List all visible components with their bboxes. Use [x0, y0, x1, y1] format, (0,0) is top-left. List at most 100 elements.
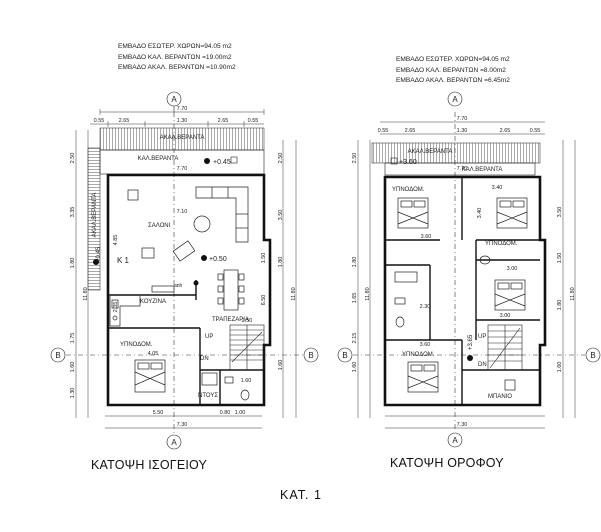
- upper-bed3-width: 3.00: [507, 266, 518, 272]
- upper-floor-title: ΚΑΤΟΨΗ ΟΡΟΦΟΥ: [390, 456, 504, 470]
- ground-area-notes: ΕΜΒΑΔΟ ΕΣΩΤΕΡ. ΧΩΡΩΝ=94.05 m2 ΕΜΒΑΔΟ ΚΑΛ…: [118, 42, 236, 74]
- upper-top-dimensions: 7.70 0.55 2.65 1.30 2.65 0.55 7.70: [378, 116, 545, 172]
- ground-level-veranda-text: +0.45: [213, 159, 231, 166]
- ground-armchair-1: [172, 240, 196, 262]
- upper-top-seg-4: 2.65: [500, 128, 511, 134]
- ground-right-dimensions: 2.50 3.50 1.80 1.60 11.80: [278, 140, 297, 418]
- sheet-category-label: ΚΑΤ. 1: [280, 488, 322, 502]
- ground-top-seg-1: 0.55: [94, 118, 105, 124]
- upper-bed-2: [496, 197, 528, 229]
- upper-ypnodom-right-label: ΥΠΝΟΔΟΜ.: [485, 241, 518, 247]
- ground-right-dim-4: 1.60: [278, 360, 284, 371]
- ground-dining-table: [217, 269, 245, 311]
- ground-saloni-height: 4.85: [113, 235, 119, 246]
- ground-bottom-seg-2: 0.80: [220, 410, 231, 416]
- ground-staircase: [229, 324, 265, 371]
- ground-section-a-bottom-marker: A: [166, 434, 182, 450]
- ground-round-table: [193, 215, 211, 233]
- ground-dim-150: 1.50: [261, 253, 267, 264]
- upper-area-notes: ΕΜΒΑΔΟ ΕΣΩΤΕΡ. ΧΩΡΩΝ=94.05 m2 ΕΜΒΑΔΟ ΚΑΛ…: [396, 55, 510, 87]
- upper-level-landing-text: +3.65: [468, 334, 474, 350]
- ground-left-dim-6: 1.30: [70, 388, 76, 399]
- ground-akal-veranda-top-label: ΑΚΑΛ.ΒΕΡΑΝΤΑ: [160, 135, 205, 141]
- upper-ypnodom-left-label: ΥΠΝΟΔΟΜ.: [392, 187, 425, 193]
- ground-bottom-dimensions: 5.50 0.80 1.00 7.30: [105, 410, 262, 429]
- ground-right-dim-1: 2.50: [278, 153, 284, 164]
- ground-left-dim-5: 1.60: [70, 362, 76, 373]
- upper-right-total: 11.80: [570, 287, 576, 300]
- ground-ypnodom-label: ΥΠΝΟΔΟΜ.: [120, 342, 153, 348]
- upper-up-label: UP: [478, 334, 486, 340]
- upper-section-a-bottom-label: A: [452, 436, 458, 445]
- ground-bottom-total: 7.30: [177, 422, 188, 428]
- ground-level-saloni: +0.50: [201, 255, 227, 263]
- upper-left-dim-5: 1.60: [352, 362, 358, 373]
- ground-left-dim-2: 3.35: [70, 207, 76, 218]
- ground-bottom-seg-1: 5.50: [153, 410, 164, 416]
- upper-section-b-left-label: B: [342, 351, 347, 360]
- ground-floor-plan: A A B B 7.70: [50, 91, 319, 450]
- upper-floor-plan: A A B B 7.70 0.55 2.65: [337, 91, 601, 448]
- ground-section-b-right-marker: B: [303, 347, 319, 363]
- upper-bed-4: [407, 361, 439, 393]
- ground-level-side-text: +0.45: [96, 246, 102, 262]
- ground-level-veranda: +0.45: [204, 156, 238, 166]
- upper-bath-sink: [394, 297, 406, 305]
- upper-area-line-2: ΕΜΒΑΔΟ ΚΑΛ. ΒΕΡΑΝΤΩΝ =8.00m2: [396, 66, 506, 74]
- upper-level-landing: +3.65: [467, 334, 474, 361]
- upper-bed4-width: 3.60: [420, 342, 431, 348]
- upper-second-total: 7.70: [457, 166, 468, 172]
- ground-top-seg-2: 2.65: [119, 118, 130, 124]
- upper-section-b-right-marker: B: [585, 347, 601, 363]
- ground-bath-width: 1.60: [241, 378, 252, 384]
- ground-section-b-right-label: B: [308, 351, 313, 360]
- ground-top-seg-3: 1.30: [177, 118, 188, 124]
- ground-k1-label: K 1: [117, 256, 130, 265]
- ground-left-total: 11.80: [83, 287, 89, 300]
- upper-wc: [479, 255, 491, 265]
- ground-kitchen-island: [151, 285, 175, 293]
- ground-toilet: [240, 389, 250, 401]
- ground-section-a-bottom-label: A: [171, 438, 177, 447]
- upper-shower: [504, 379, 516, 391]
- upper-right-dim-4: 1.60: [557, 362, 563, 373]
- upper-bed2-width: 3.40: [492, 185, 503, 191]
- ground-stair-width: 2.50: [242, 318, 253, 324]
- ground-ntous-label: ΝΤΟΥΣ: [198, 393, 218, 399]
- ground-area-line-2: ΕΜΒΑΔΟ ΚΑΛ. ΒΕΡΑΝΤΩΝ =19.00m2: [118, 53, 232, 61]
- ground-kouzina-label: ΚΟΥΖΙΝΑ: [140, 299, 166, 305]
- upper-exterior-walls: [383, 175, 547, 407]
- ground-section-b-left-label: B: [55, 351, 60, 360]
- ground-top-seg-5: 0.55: [248, 118, 259, 124]
- ground-floor-title: ΚΑΤΟΨΗ ΙΣΟΓΕΙΟΥ: [91, 458, 208, 472]
- upper-section-a-bottom-marker: A: [447, 432, 463, 448]
- ground-sink: [224, 376, 234, 384]
- upper-top-total: 7.70: [457, 116, 468, 122]
- ground-second-total: 7.70: [177, 166, 188, 172]
- ground-kitchen-counter: [109, 296, 141, 327]
- ground-left-dim-1: 2.50: [70, 153, 76, 164]
- upper-mpanio-label: ΜΠΑΝΙΟ: [488, 394, 512, 400]
- upper-bed-3: [494, 279, 526, 311]
- upper-bed1-width: 3.60: [421, 234, 432, 240]
- ground-left-dimensions: 2.50 3.35 1.80 1.75 1.60 1.30 11.80: [70, 130, 89, 418]
- ground-exterior-walls: [106, 173, 272, 407]
- ground-living-sofa: [195, 186, 249, 243]
- upper-area-line-3: ΕΜΒΑΔΟ ΑΚΑΛ. ΒΕΡΑΝΤΩΝ =6.45m2: [396, 77, 510, 84]
- ground-bedroom-width: 4.05: [148, 351, 159, 357]
- upper-top-seg-1: 0.55: [378, 128, 389, 134]
- upper-level-veranda-text: +3.60: [399, 159, 417, 166]
- ground-armchair-2: [141, 247, 155, 259]
- ground-right-dim-2: 3.50: [278, 210, 284, 221]
- upper-section-a-top-label: A: [452, 95, 458, 104]
- ground-stair-up-label: UP: [205, 334, 213, 340]
- upper-toilet: [395, 316, 405, 328]
- ground-stair-dn-label: DN: [200, 356, 209, 362]
- upper-right-dim-2: 1.50: [557, 253, 563, 264]
- upper-level-veranda: +3.60: [390, 157, 417, 166]
- ground-akal-veranda-side-area: [87, 147, 101, 291]
- upper-bottom-total: 7.30: [457, 422, 468, 428]
- ground-anh-label: anh: [174, 283, 183, 289]
